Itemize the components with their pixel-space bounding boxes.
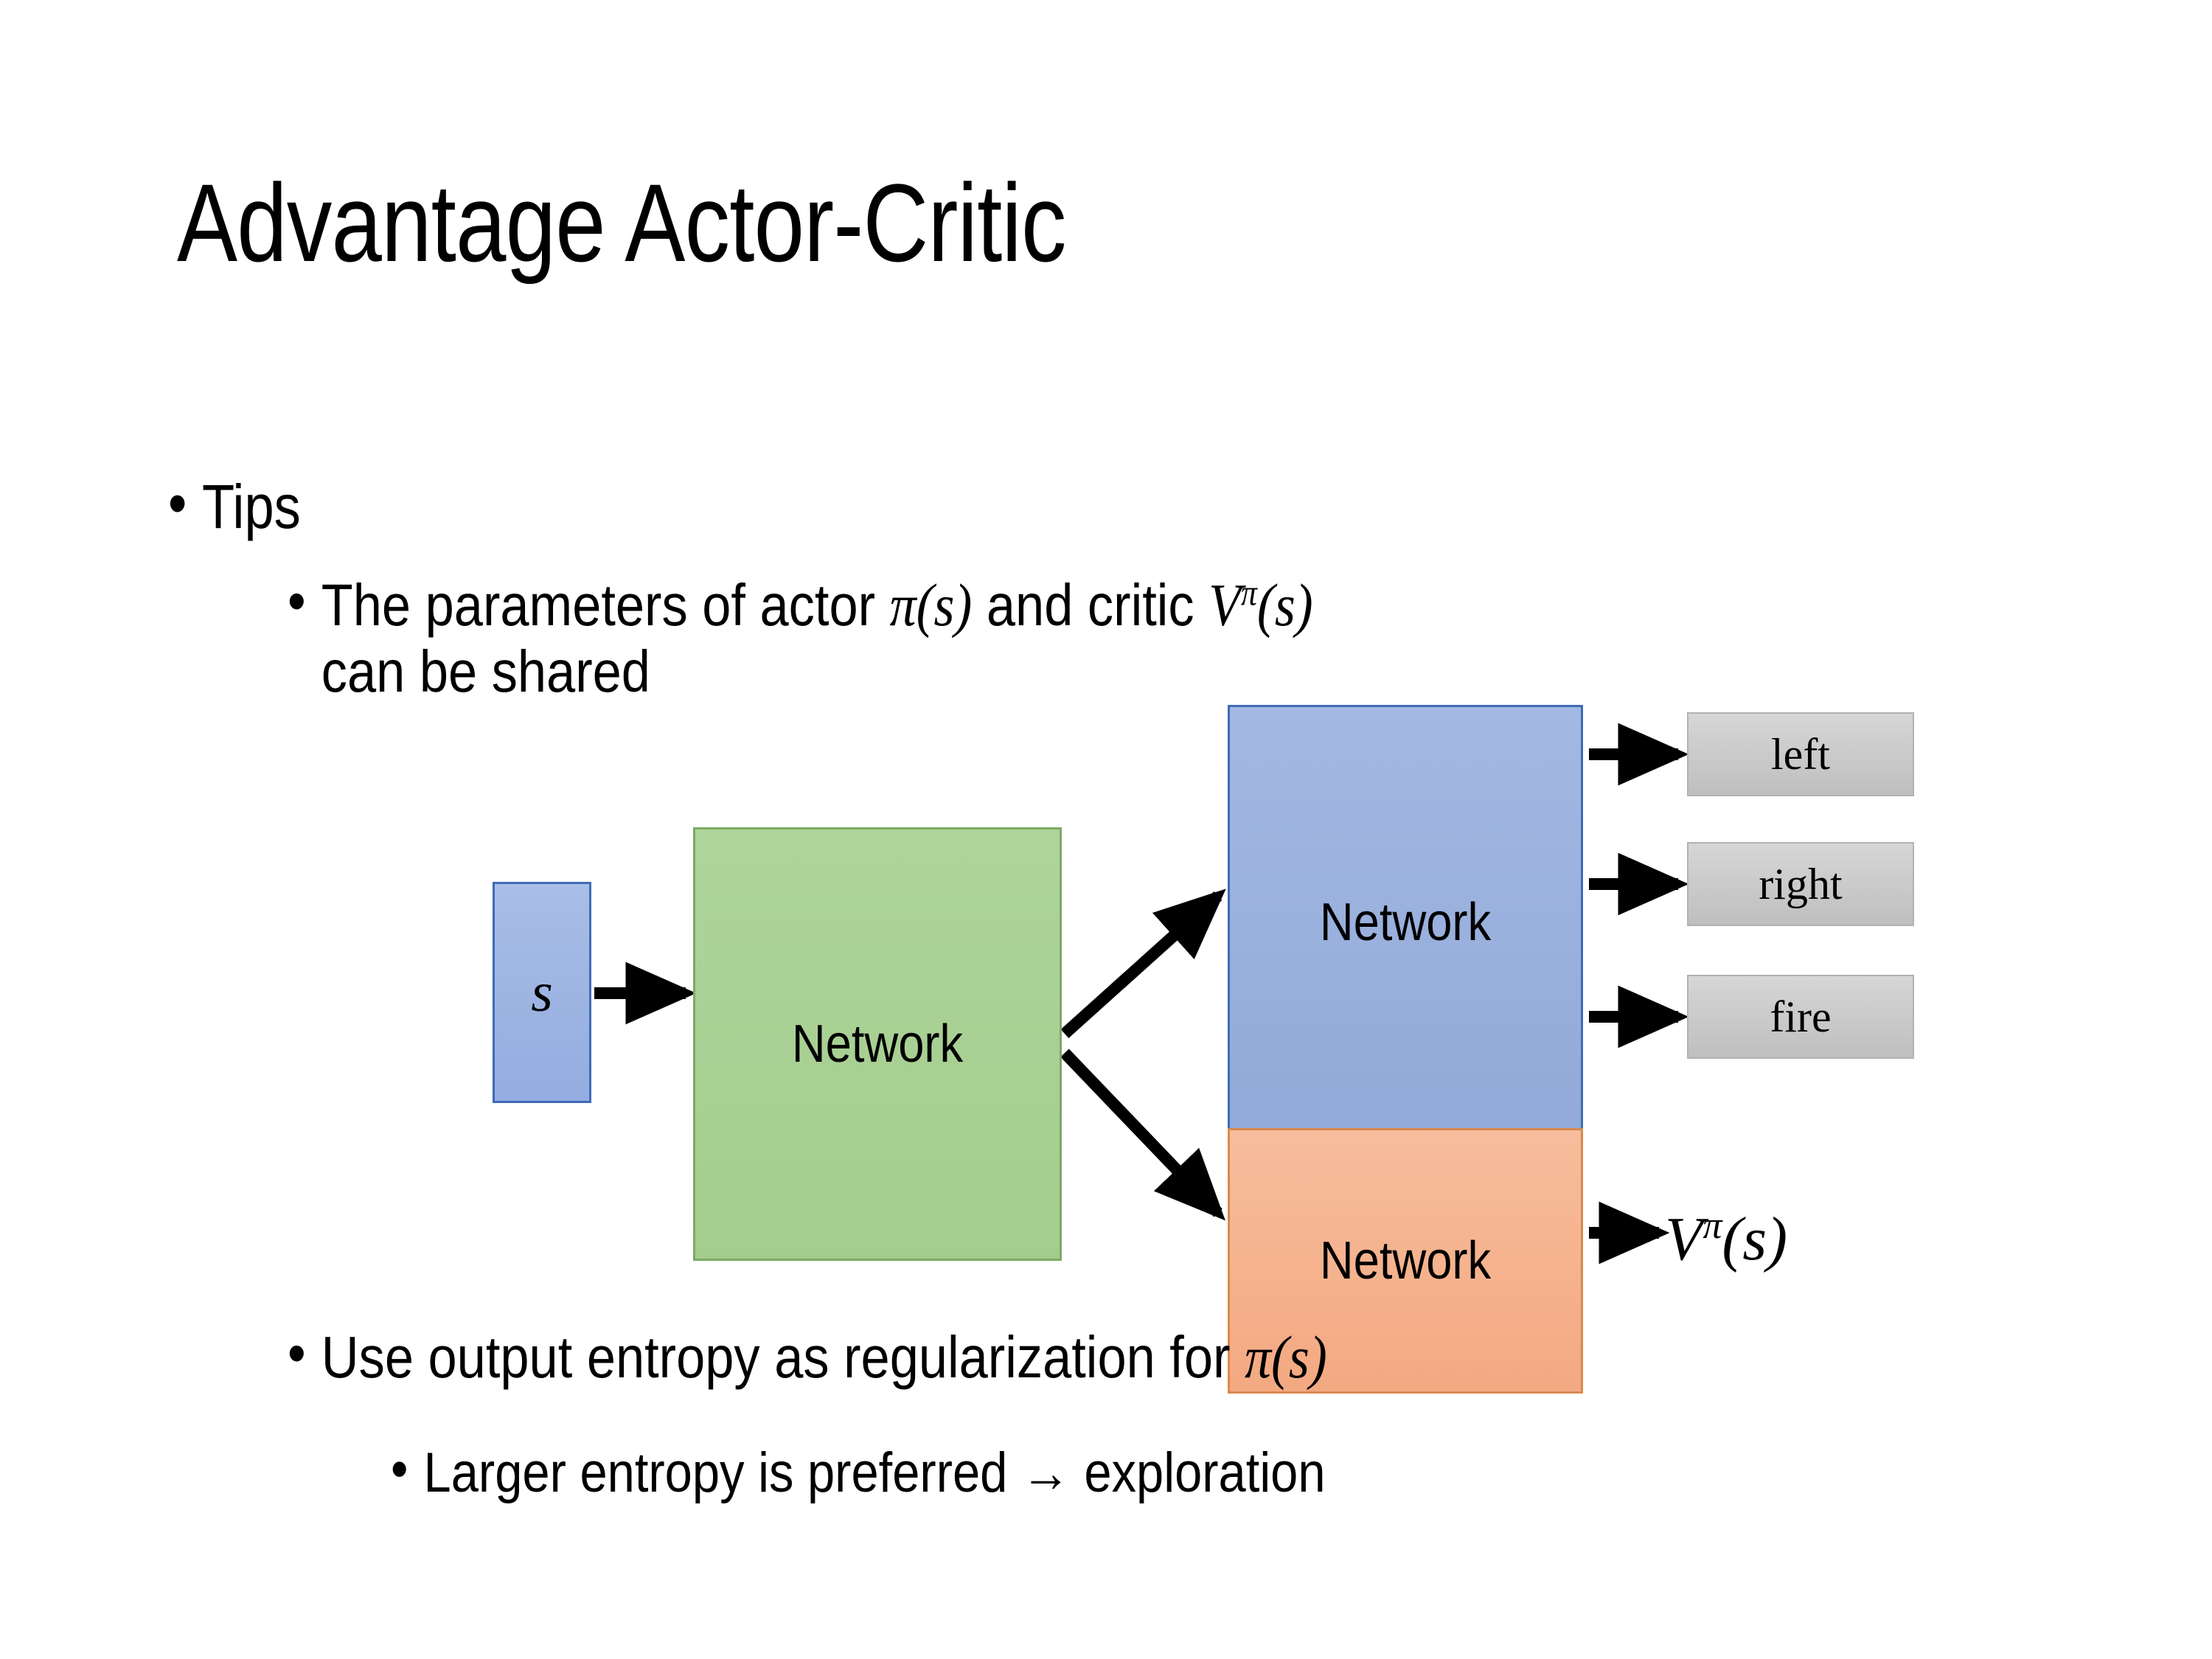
bullet-tips-label: Tips bbox=[201, 472, 301, 541]
critic-value-argument: (s) bbox=[1722, 1205, 1788, 1273]
input-state-label: s bbox=[531, 961, 553, 1023]
bullet-marker-dot: • bbox=[288, 1320, 306, 1385]
critic-value-symbol: V bbox=[1665, 1205, 1703, 1273]
critic-value-output: Vπ(s) bbox=[1665, 1203, 1787, 1275]
shared-network-label: Network bbox=[791, 1015, 964, 1074]
bullet-larger-entropy-label: Larger entropy is preferred → exploratio… bbox=[423, 1441, 1326, 1504]
action-box-left[interactable]: left bbox=[1687, 712, 1914, 796]
math-pi-of-s-entropy: π(s) bbox=[1245, 1324, 1327, 1391]
critic-network-label: Network bbox=[1319, 1231, 1492, 1290]
bullet-entropy-text: Use output entropy as regularization for… bbox=[321, 1324, 1327, 1391]
arrow-shared-to-actor bbox=[1060, 888, 1226, 1038]
bullet-marker-dot: • bbox=[288, 568, 306, 633]
bullet-entropy-regularization: • Use output entropy as regularization f… bbox=[288, 1324, 1327, 1391]
math-v-argument: (s) bbox=[1256, 571, 1313, 639]
actor-network-label: Network bbox=[1319, 893, 1492, 952]
input-state-box[interactable]: s bbox=[493, 882, 591, 1103]
bullet-tips: • Tips bbox=[168, 472, 301, 541]
bullet-marker-dot: • bbox=[391, 1438, 408, 1500]
bullet-entropy-text-a: Use output entropy as regularization for bbox=[321, 1324, 1245, 1390]
action-label-right: right bbox=[1759, 859, 1843, 908]
bullet-larger-entropy: • Larger entropy is preferred → explorat… bbox=[391, 1438, 1326, 1505]
action-box-right[interactable]: right bbox=[1687, 842, 1914, 926]
action-label-left: left bbox=[1771, 729, 1830, 779]
arrow-shared-to-critic bbox=[1060, 1048, 1225, 1221]
bullet-parameters-line-1: The parameters of actor π(s) and critic … bbox=[321, 571, 1313, 639]
action-box-fire[interactable]: fire bbox=[1687, 975, 1914, 1059]
bullet-marker-dot: • bbox=[168, 468, 187, 538]
action-label-fire: fire bbox=[1770, 992, 1832, 1041]
bullet-parameters-text-b: and critic bbox=[972, 572, 1209, 638]
math-v-symbol: V bbox=[1208, 571, 1242, 639]
page-title: Advantage Actor-Critic bbox=[177, 161, 1066, 285]
bullet-parameters-text: The parameters of actor π(s) and critic … bbox=[321, 571, 1313, 705]
bullet-parameters-text-a: The parameters of actor bbox=[321, 572, 890, 638]
shared-network-box[interactable]: Network bbox=[693, 827, 1062, 1261]
critic-value-superscript: π bbox=[1703, 1205, 1722, 1247]
math-pi-of-s: π(s) bbox=[889, 571, 973, 639]
bullet-parameters-shared: • The parameters of actor π(s) and criti… bbox=[288, 571, 1313, 705]
actor-network-box[interactable]: Network bbox=[1228, 705, 1583, 1140]
math-v-superscript-pi: π bbox=[1241, 572, 1257, 613]
bullet-parameters-line-2: can be shared bbox=[321, 639, 650, 705]
